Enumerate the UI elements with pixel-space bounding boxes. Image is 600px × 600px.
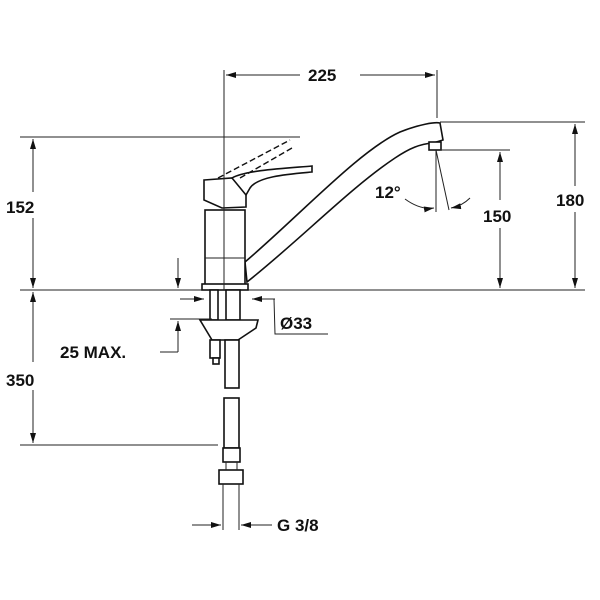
dim-225	[223, 70, 438, 290]
hose-nut	[218, 469, 244, 485]
dim-152-label: 152	[6, 198, 34, 217]
dim-150-label: 150	[483, 207, 511, 226]
faucet-outline	[198, 121, 444, 530]
dim-180-label: 180	[556, 191, 584, 210]
threaded-connector	[225, 289, 241, 321]
dim-12deg-label: 12°	[375, 183, 401, 202]
dim-350	[20, 292, 218, 446]
dim-152	[20, 136, 300, 288]
dim-g38-label: G 3/8	[277, 516, 319, 535]
body-lower	[204, 209, 246, 286]
dim-350-label: 350	[6, 371, 34, 390]
dim-180	[440, 121, 585, 288]
lever-handle	[230, 165, 313, 197]
hose-ferrule	[222, 447, 241, 463]
base-ring	[201, 283, 249, 291]
dim-225-label: 225	[308, 66, 336, 85]
dim-12deg	[404, 149, 471, 213]
dim-25max	[160, 258, 212, 353]
hose-upper	[224, 339, 240, 389]
spout	[244, 121, 444, 284]
lever-raised-position	[217, 139, 293, 179]
mounting-bracket	[198, 319, 260, 341]
dim-150	[440, 149, 510, 288]
dim-diameter-33-label: Ø33	[280, 314, 312, 333]
stud-nut	[209, 339, 221, 359]
hose-lower	[223, 397, 240, 449]
dim-diameter-33	[180, 296, 328, 335]
dim-25max-label: 25 MAX.	[60, 343, 126, 362]
nozzle	[428, 141, 442, 151]
mounting-stud	[209, 289, 219, 321]
